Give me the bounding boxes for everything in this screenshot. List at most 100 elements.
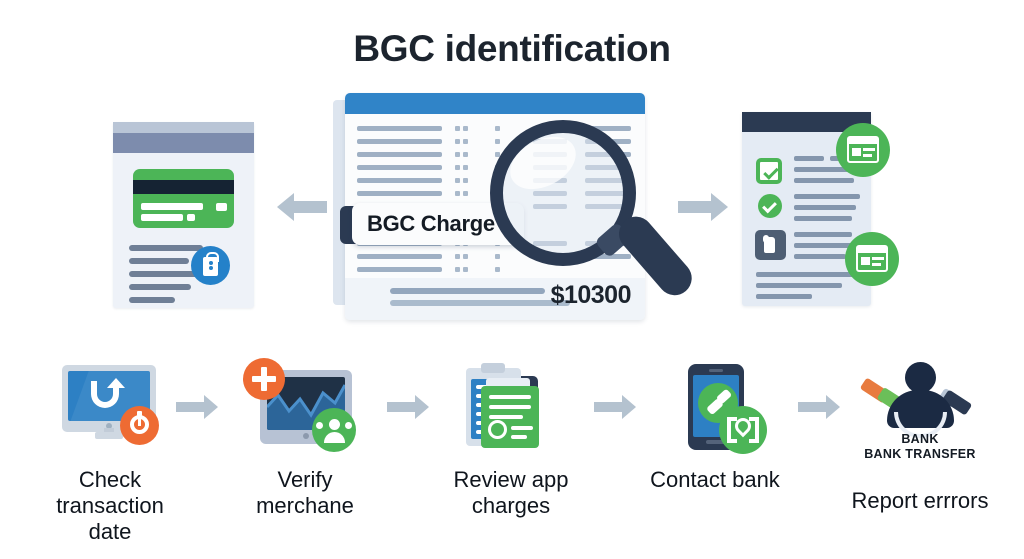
timer-ring xyxy=(130,415,149,434)
statement-dot xyxy=(455,267,460,272)
thumb-palm xyxy=(764,237,775,253)
green-document-icon xyxy=(481,386,539,448)
statement-dot xyxy=(463,165,468,170)
bank-card-icon xyxy=(836,123,890,177)
step-verify-merchant[interactable]: Verify merchane xyxy=(230,358,380,519)
statement-row xyxy=(412,178,442,183)
text-line xyxy=(129,258,189,264)
text-line xyxy=(129,271,199,277)
document-subheader-bar xyxy=(113,133,254,153)
statement-row xyxy=(585,126,631,131)
step-label: Report errrors xyxy=(851,488,989,513)
text-line xyxy=(794,216,852,221)
user-side-dot xyxy=(316,422,323,429)
statement-row xyxy=(412,165,442,170)
plus-vertical xyxy=(261,367,267,391)
magnify-circle-icon xyxy=(488,420,507,439)
user-body xyxy=(324,432,345,443)
card-line xyxy=(872,257,884,260)
arrow-right-icon xyxy=(594,393,636,421)
step-report-errors[interactable]: BANK BANK TRANSFER Report errrors xyxy=(845,358,995,514)
statement-row xyxy=(412,191,442,196)
timer-knob xyxy=(137,411,142,416)
card-chip xyxy=(216,203,227,211)
card-top-bar xyxy=(849,138,877,144)
mobile-phone-icon xyxy=(640,358,790,454)
lock-keyhole xyxy=(208,261,213,265)
statement-dot xyxy=(495,139,500,144)
statement-dot xyxy=(463,254,468,259)
chart-screen-icon xyxy=(230,358,380,454)
lock-icon xyxy=(191,246,230,285)
page-title: BGC identification xyxy=(353,28,671,69)
clipboard-clip xyxy=(481,363,505,373)
step-label: Contact bank xyxy=(650,467,780,492)
card-line xyxy=(872,263,881,266)
text-line xyxy=(489,395,531,399)
user-icon xyxy=(312,408,356,452)
clipboard-document-icon xyxy=(436,358,586,454)
text-line xyxy=(794,254,846,259)
statement-footer-line xyxy=(390,300,570,306)
step-review-app-charges[interactable]: Review app charges xyxy=(436,358,586,519)
bank-card-glyph xyxy=(847,136,879,163)
monitor-stand xyxy=(95,432,123,439)
document-header-bar xyxy=(113,122,254,133)
bracket-right-top xyxy=(749,417,759,421)
text-line xyxy=(794,243,858,248)
person-head xyxy=(905,362,936,393)
statement-dot xyxy=(463,139,468,144)
monitor-refresh-icon xyxy=(35,358,185,454)
arrow-left-icon xyxy=(277,190,327,224)
check-circle-icon xyxy=(758,194,782,218)
statement-dot xyxy=(463,191,468,196)
statement-row xyxy=(585,254,631,259)
statement-row xyxy=(357,152,419,157)
statement-dot xyxy=(495,152,500,157)
location-icon xyxy=(719,406,767,454)
arrow-right-icon xyxy=(387,393,429,421)
step-label: Verify merchane xyxy=(256,467,354,518)
callout-label: BGC Charge xyxy=(367,211,495,236)
card-magnetic-stripe xyxy=(133,180,234,194)
statement-dot xyxy=(463,126,468,131)
statement-row xyxy=(357,267,419,272)
lock-keyhole-slot xyxy=(208,266,213,270)
statement-row xyxy=(412,152,442,157)
bracket-left xyxy=(727,417,731,443)
text-line xyxy=(794,178,854,183)
statement-row xyxy=(357,165,419,170)
statement-row xyxy=(412,126,442,131)
card-line xyxy=(863,148,875,151)
text-line xyxy=(129,284,191,290)
timer-hand xyxy=(138,419,141,426)
statement-dot xyxy=(463,178,468,183)
statement-row xyxy=(357,191,419,196)
bank-card-glyph xyxy=(856,245,888,272)
statement-dot xyxy=(495,126,500,131)
statement-dot xyxy=(455,254,460,259)
step-contact-bank[interactable]: Contact bank xyxy=(640,358,790,493)
text-line xyxy=(794,156,824,161)
statement-dot xyxy=(455,165,460,170)
arrow-right-icon xyxy=(176,393,218,421)
bracket-right xyxy=(755,417,759,443)
statement-dot xyxy=(455,126,460,131)
phone-home-bar xyxy=(706,440,726,444)
statement-dot xyxy=(463,267,468,272)
statement-row xyxy=(412,254,442,259)
statement-row xyxy=(357,139,419,144)
step-check-transaction-date[interactable]: Check transaction date xyxy=(35,358,185,545)
plus-icon xyxy=(243,358,285,400)
statement-dot xyxy=(455,191,460,196)
statement-row xyxy=(357,254,419,259)
statement-dot xyxy=(495,267,500,272)
statement-row xyxy=(357,126,419,131)
text-line xyxy=(794,205,856,210)
bank-caption-line2: BANK TRANSFER xyxy=(864,447,976,461)
monitor-indicator xyxy=(106,423,112,429)
text-line xyxy=(756,272,854,277)
statement-row xyxy=(412,139,442,144)
card-photo-box xyxy=(861,257,870,265)
card-photo-box xyxy=(852,148,861,156)
